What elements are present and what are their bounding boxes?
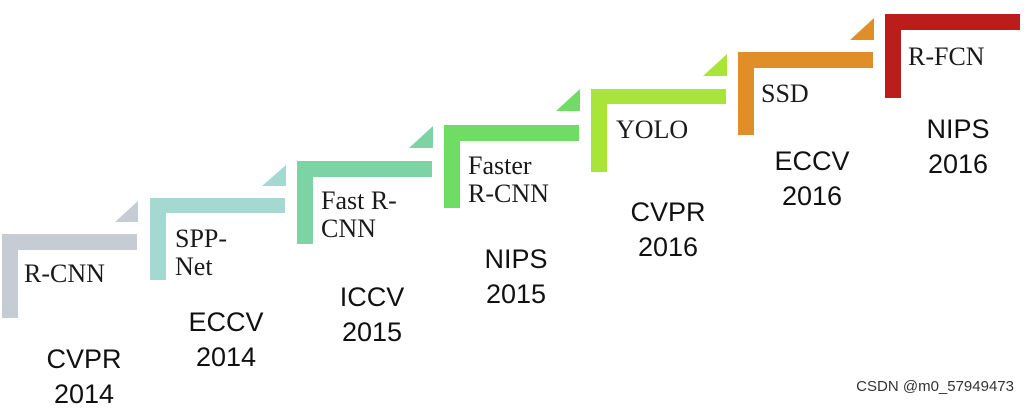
step-venue-sppnet: ECCV 2014	[188, 307, 264, 372]
step-name-sppnet: SPP- Net	[175, 224, 228, 281]
bracket-shape-ssd	[738, 52, 873, 135]
step-venue-ssd: ECCV 2016	[774, 146, 850, 211]
step-name-fast-rcnn: Fast R- CNN	[321, 186, 397, 243]
step-name-rfcn: R-FCN	[908, 42, 985, 71]
watermark-text: CSDN @m0_57949473	[856, 378, 1014, 395]
bracket-tip-yolo	[703, 54, 727, 76]
bracket-shape-sppnet	[150, 198, 285, 280]
step-venue-faster-rcnn: NIPS 2015	[484, 244, 548, 309]
bracket-tip-rcnn	[115, 201, 138, 222]
bracket-tip-faster-rcnn	[556, 89, 580, 111]
bracket-shape-rfcn	[885, 14, 1020, 98]
step-venue-rfcn: NIPS 2016	[926, 114, 990, 179]
bracket-shape-rcnn	[2, 234, 137, 318]
step-venue-fast-rcnn: ICCV 2015	[339, 282, 405, 347]
step-venue-yolo: CVPR 2016	[630, 197, 706, 262]
bracket-tip-fast-rcnn	[409, 126, 433, 148]
bracket-tip-sppnet	[262, 165, 286, 186]
bracket-shape-faster-rcnn	[444, 125, 579, 208]
step-name-ssd: SSD	[761, 79, 809, 108]
bracket-shape-yolo	[591, 89, 726, 172]
bracket-shape-fast-rcnn	[297, 161, 432, 244]
step-name-rcnn: R-CNN	[24, 259, 105, 288]
step-name-faster-rcnn: Faster R-CNN	[468, 151, 549, 208]
step-venue-rcnn: CVPR 2014	[46, 344, 122, 409]
bracket-tip-ssd	[850, 18, 874, 40]
step-name-yolo: YOLO	[616, 115, 689, 144]
